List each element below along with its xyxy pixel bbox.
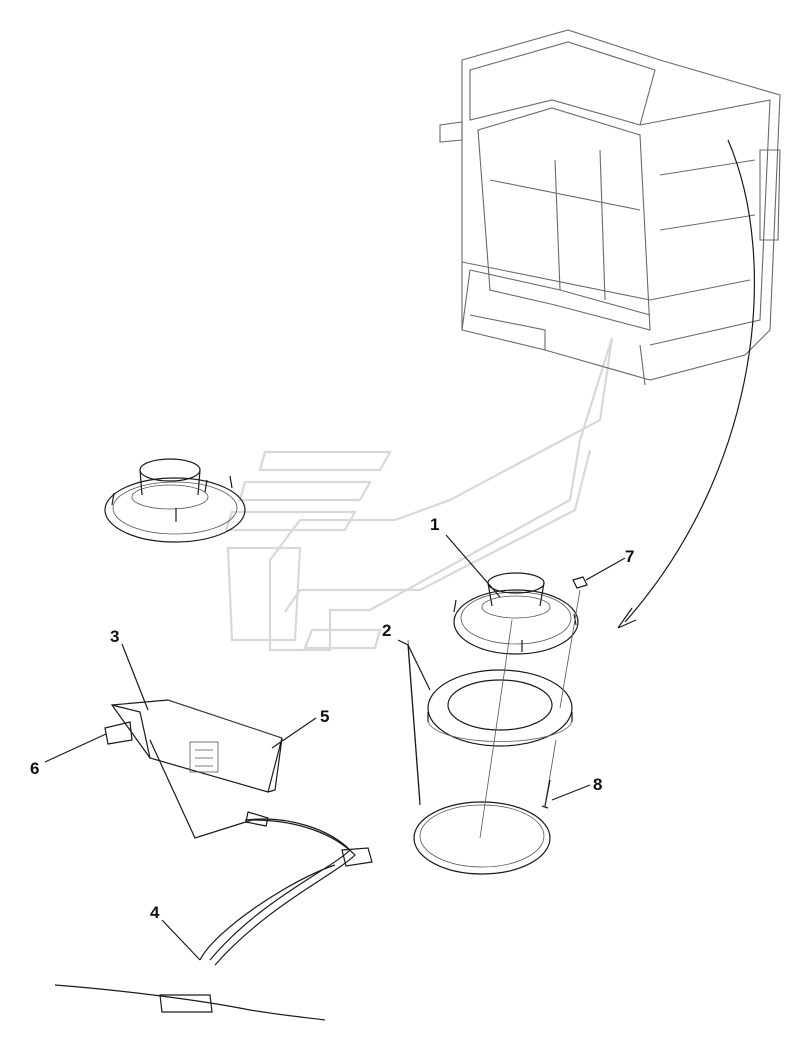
leader-lines: [44, 534, 626, 961]
speaker-right: [453, 572, 579, 655]
callout-3: 3: [110, 627, 119, 646]
callout-5: 5: [320, 707, 329, 726]
speaker-left: [104, 458, 246, 543]
watermark-logo: [224, 337, 614, 652]
callout-2: 2: [382, 621, 391, 640]
callout-6: 6: [30, 759, 39, 778]
routing-arrow: [617, 139, 756, 629]
speaker-gasket: [413, 801, 551, 875]
speaker-mounting-ring: [427, 669, 573, 747]
alignment-lines: [407, 589, 581, 839]
radio-housing: [104, 699, 283, 793]
clip-nut: [572, 576, 588, 589]
wire-harness: [54, 811, 373, 1021]
callout-7: 7: [625, 547, 634, 566]
callout-8: 8: [593, 775, 602, 794]
callout-1: 1: [430, 515, 439, 534]
callout-labels: 1 2 3 4 5 6 7 8: [30, 515, 634, 922]
screw: [541, 779, 551, 809]
callout-4: 4: [150, 903, 160, 922]
cab-frame: [439, 29, 781, 386]
